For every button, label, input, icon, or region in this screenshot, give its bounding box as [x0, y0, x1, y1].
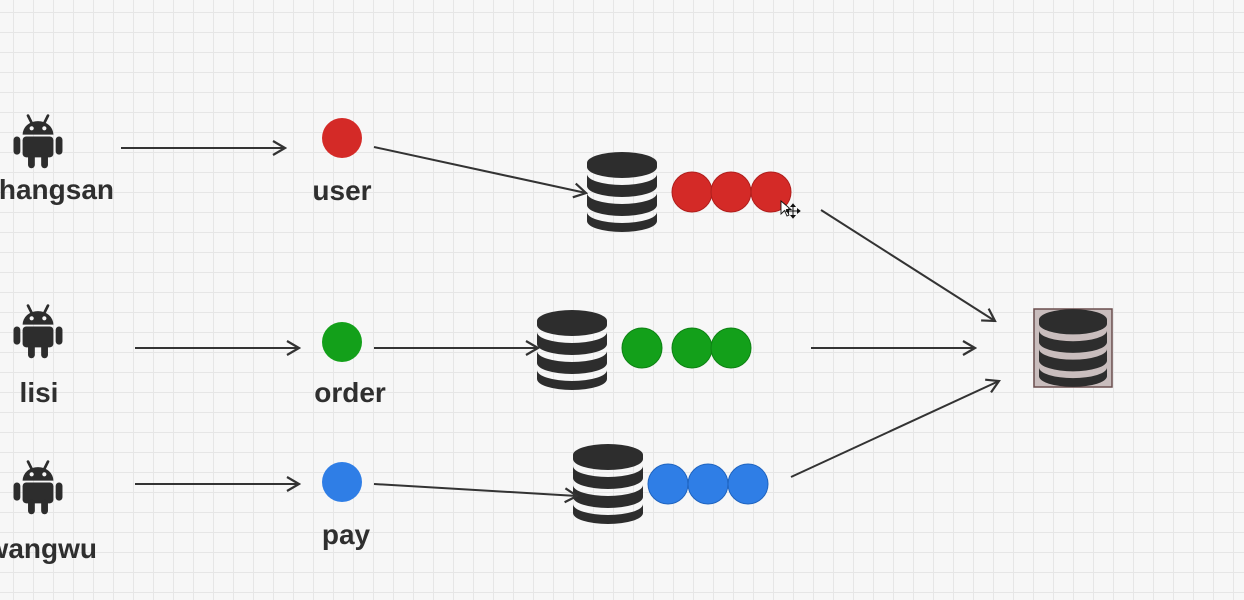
android-icon — [12, 114, 64, 170]
message-dot — [647, 463, 689, 505]
topic-label: order — [314, 377, 386, 408]
message-dot — [621, 327, 663, 369]
database-icon — [573, 444, 643, 524]
sink-database — [1033, 308, 1113, 388]
message-dot — [671, 327, 713, 369]
user-label: lisi — [19, 377, 59, 408]
message-dot — [727, 463, 769, 505]
arrow — [373, 483, 577, 496]
arrow — [373, 146, 586, 193]
user-label: zhangsan — [0, 174, 114, 205]
arrow — [820, 209, 995, 321]
topic-label: pay — [321, 519, 371, 550]
user-label: wangwu — [0, 533, 97, 564]
database-icon — [537, 310, 607, 390]
topic-label: user — [312, 175, 372, 206]
message-dot — [687, 463, 729, 505]
topic-order-dot — [322, 322, 362, 362]
arrow — [790, 381, 999, 478]
android-icon — [12, 460, 64, 516]
message-dot — [671, 171, 713, 213]
message-dot — [710, 171, 752, 213]
topic-pay-dot — [322, 462, 362, 502]
android-icon — [12, 304, 64, 360]
move-cursor-icon — [780, 200, 801, 219]
database-icon — [587, 152, 657, 232]
message-dot — [710, 327, 752, 369]
topic-user-dot — [322, 118, 362, 158]
